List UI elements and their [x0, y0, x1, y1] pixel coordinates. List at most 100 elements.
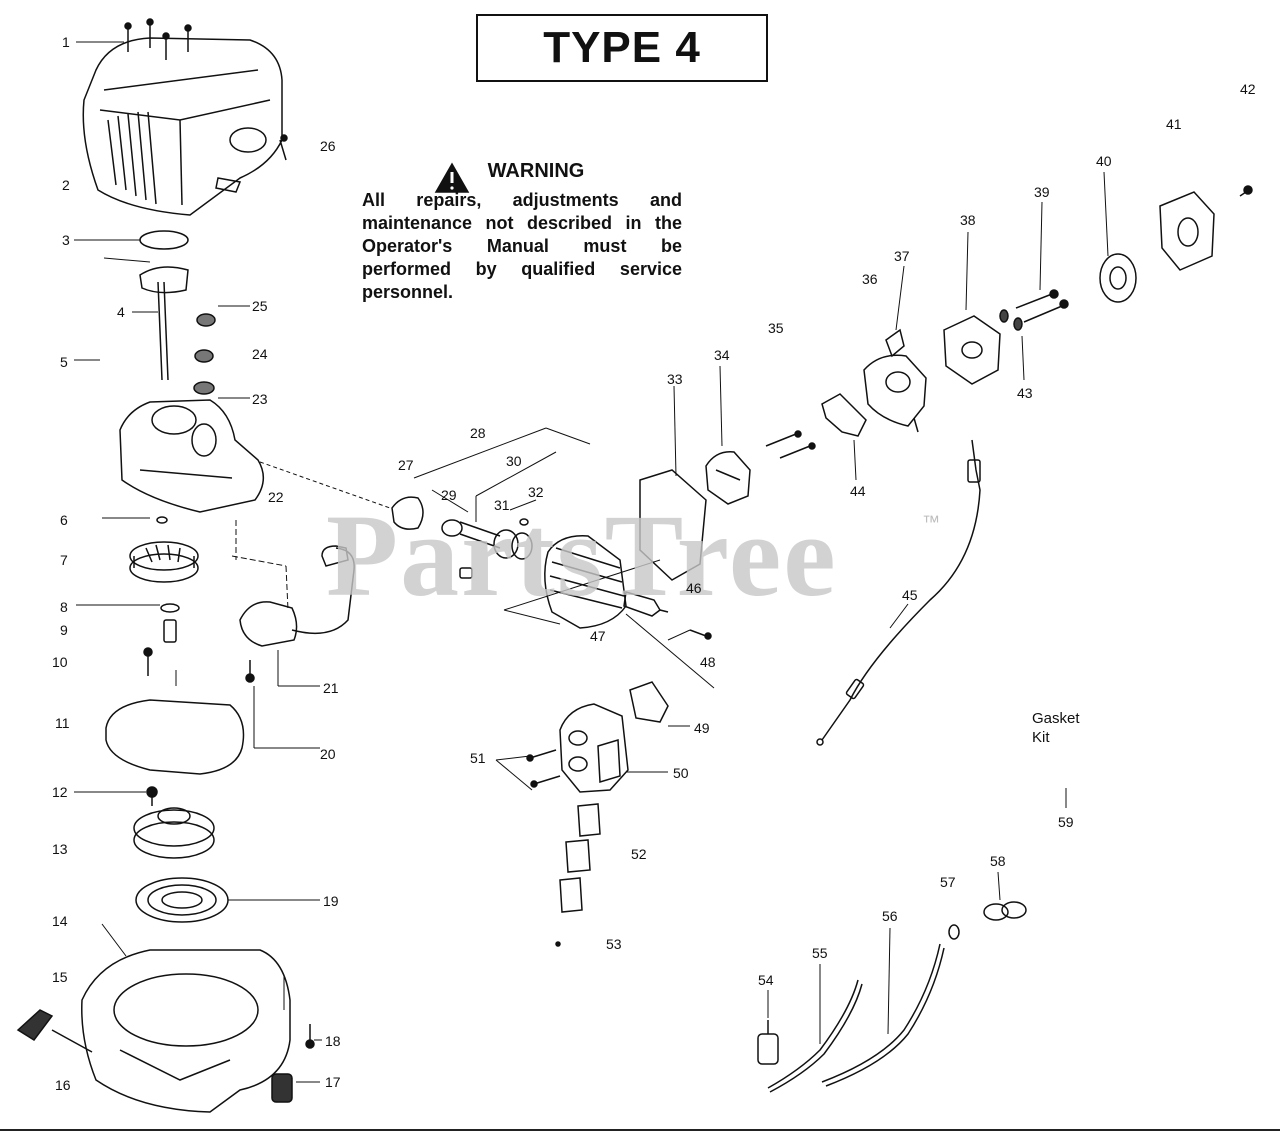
part-54-fuel-filter [757, 1020, 779, 1065]
callout-1: 1 [62, 34, 70, 50]
part-57-grommet [948, 924, 960, 940]
callout-17: 17 [325, 1074, 341, 1090]
part-53-screw [555, 941, 561, 947]
callout-54: 54 [758, 972, 774, 988]
callout-36: 36 [862, 271, 878, 287]
callout-34: 34 [714, 347, 730, 363]
callout-53: 53 [606, 936, 622, 952]
part-17-grommet [271, 1073, 293, 1103]
part-40-filter-element [1099, 253, 1137, 303]
warning-triangle-icon [434, 162, 470, 193]
part-51-screws [526, 749, 561, 788]
callout-20: 20 [320, 746, 336, 762]
callout-39: 39 [1034, 184, 1050, 200]
part-16-handle [16, 1009, 93, 1053]
callout-13: 13 [52, 841, 68, 857]
part-52-screen [559, 803, 601, 913]
part-37-carburetor [863, 328, 927, 433]
part-34-air-filter-housing [705, 451, 751, 505]
callout-3: 3 [62, 232, 70, 248]
callout-30: 30 [506, 453, 522, 469]
part-3-gasket [139, 230, 189, 250]
callout-42: 42 [1240, 81, 1256, 97]
callout-7: 7 [60, 552, 68, 568]
callout-57: 57 [940, 874, 956, 890]
part-9-bushing [163, 619, 177, 643]
callout-12: 12 [52, 784, 68, 800]
callout-55: 55 [812, 945, 828, 961]
callout-38: 38 [960, 212, 976, 228]
parts-23-25-gears [193, 313, 216, 395]
callout-41: 41 [1166, 116, 1182, 132]
callout-16: 16 [55, 1077, 71, 1093]
callout-43: 43 [1017, 385, 1033, 401]
part-1-screws [124, 18, 192, 60]
part-39-screws [999, 289, 1069, 331]
callout-25: 25 [252, 298, 268, 314]
callout-15: 15 [52, 969, 68, 985]
part-45-throttle-cable [816, 439, 981, 746]
callout-28: 28 [470, 425, 486, 441]
callout-47: 47 [590, 628, 606, 644]
callout-14: 14 [52, 913, 68, 929]
part-56-fuel-line [821, 943, 941, 1083]
part-22-crankcase [119, 399, 264, 513]
part-7-flywheel [129, 516, 199, 583]
part-48-bolt [689, 629, 712, 640]
callout-6: 6 [60, 512, 68, 528]
callout-22: 22 [268, 489, 284, 505]
callout-26: 26 [320, 138, 336, 154]
part-27-gasket [391, 496, 424, 530]
part-49-gasket [629, 681, 669, 723]
callout-11: 11 [55, 715, 70, 731]
callout-29: 29 [441, 487, 457, 503]
part-46-spark-plug [623, 591, 669, 617]
callout-19: 19 [323, 893, 339, 909]
callout-56: 56 [882, 908, 898, 924]
part-55-fuel-line [767, 979, 859, 1089]
part-55-fuel-line-edge [769, 983, 863, 1093]
callout-33: 33 [667, 371, 683, 387]
callout-52: 52 [631, 846, 647, 862]
part-19-spring [135, 877, 229, 923]
watermark-trademark: ™ [922, 512, 940, 532]
callout-45: 45 [902, 587, 918, 603]
warning-notice: WARNING All repairs, adjustments and mai… [362, 160, 682, 304]
callout-10: 10 [52, 654, 68, 670]
leader-lines [74, 41, 1109, 1083]
watermark-logo: PartsTree [326, 490, 838, 621]
part-12-screw [146, 786, 158, 806]
bottom-border [0, 1129, 1280, 1131]
part-8-washer [160, 603, 180, 613]
part-4-5-drive-shaft [139, 266, 189, 381]
part-42-screw [1239, 185, 1253, 197]
gasket-kit-line1: Gasket [1032, 710, 1080, 727]
part-21-ignition-module [239, 545, 355, 683]
callout-32: 32 [528, 484, 544, 500]
part-50-muffler [559, 703, 629, 793]
diagram-title: TYPE 4 [476, 14, 768, 82]
callout-27: 27 [398, 457, 414, 473]
part-13-pulley [133, 807, 215, 859]
callout-9: 9 [60, 622, 68, 638]
gasket-kit-label: Gasket Kit [1032, 709, 1080, 747]
warning-body: All repairs, adjustments and maintenance… [362, 190, 682, 302]
part-58-clips [983, 901, 1027, 921]
callout-46: 46 [686, 580, 702, 596]
part-38-cover [943, 315, 1001, 385]
callout-5: 5 [60, 354, 68, 370]
part-2-engine-cover [82, 37, 288, 216]
callout-48: 48 [700, 654, 716, 670]
callout-31: 31 [494, 497, 510, 513]
callout-51: 51 [470, 750, 486, 766]
part-47-cylinder [544, 535, 627, 629]
callout-44: 44 [850, 483, 866, 499]
part-35-screws [765, 430, 816, 459]
warning-heading-row: WARNING [342, 160, 682, 183]
callout-50: 50 [673, 765, 689, 781]
callout-59: 59 [1058, 814, 1074, 830]
callout-23: 23 [252, 391, 268, 407]
gasket-kit-line2: Kit [1032, 729, 1050, 746]
